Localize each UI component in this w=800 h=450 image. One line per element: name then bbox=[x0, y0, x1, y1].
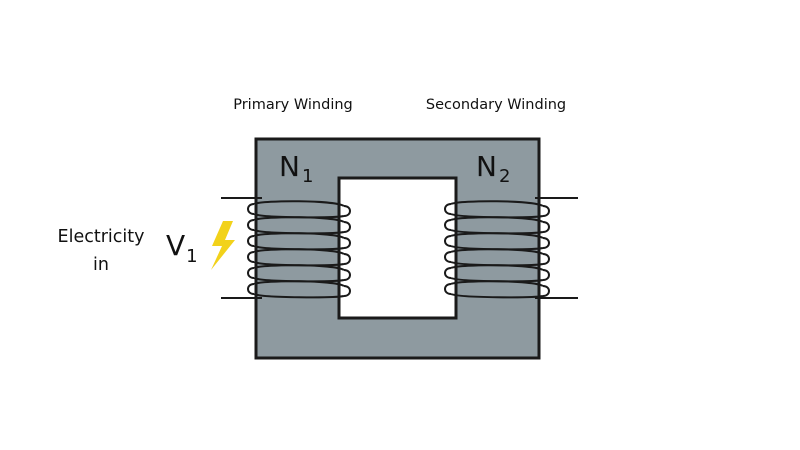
n1-subscript: 1 bbox=[302, 166, 313, 187]
n2-symbol: N bbox=[476, 150, 497, 183]
primary-coil bbox=[247, 200, 351, 299]
secondary-coil-turn-front bbox=[450, 216, 544, 223]
primary-winding-label: Primary Winding bbox=[233, 97, 353, 113]
primary-coil-turn-front bbox=[253, 264, 345, 271]
core-window bbox=[337, 176, 458, 320]
primary-coil-turn-front bbox=[253, 232, 345, 239]
secondary-coil-turn-loop-right bbox=[542, 253, 550, 265]
primary-coil-turn-loop-right bbox=[343, 205, 351, 217]
secondary-coil-turn-loop-right bbox=[542, 269, 550, 281]
primary-coil-turn-back bbox=[253, 293, 345, 299]
secondary-coil-turn-loop-right bbox=[542, 285, 550, 297]
secondary-coil-turn-loop-right bbox=[542, 221, 550, 233]
electricity-in-label-line2: in bbox=[93, 255, 109, 275]
primary-coil-turn-loop-left bbox=[247, 251, 255, 263]
secondary-coil-turn-loop-left bbox=[444, 235, 452, 247]
secondary-winding-label: Secondary Winding bbox=[426, 97, 566, 113]
secondary-coil-turn-front bbox=[450, 280, 544, 287]
secondary-coil-turn-loop-left bbox=[444, 267, 452, 279]
primary-coil-turn-front bbox=[253, 200, 345, 207]
lightning-bolt-icon bbox=[211, 221, 235, 270]
electricity-in-label-line1: Electricity bbox=[58, 227, 145, 247]
primary-coil-turn-loop-right bbox=[343, 285, 351, 297]
secondary-coil-turn-loop-left bbox=[444, 203, 452, 215]
secondary-coil bbox=[444, 200, 550, 299]
secondary-coil-turn-loop-right bbox=[542, 205, 550, 217]
secondary-coil-turn-back bbox=[450, 293, 544, 299]
secondary-leads bbox=[535, 197, 578, 299]
secondary-coil-turn-loop-left bbox=[444, 251, 452, 263]
n2-subscript: 2 bbox=[499, 166, 510, 187]
secondary-coil-turn-loop-left bbox=[444, 283, 452, 295]
secondary-coil-turn-front bbox=[450, 248, 544, 255]
secondary-coil-turn-loop-right bbox=[542, 237, 550, 249]
v1-subscript: 1 bbox=[186, 246, 197, 267]
secondary-coil-turn-front bbox=[450, 264, 544, 271]
secondary-coil-turn-front bbox=[450, 232, 544, 239]
primary-leads bbox=[221, 197, 262, 299]
primary-coil-turn-loop-right bbox=[343, 269, 351, 281]
v1-label: V1 bbox=[166, 229, 198, 267]
primary-coil-turn-loop-right bbox=[343, 221, 351, 233]
primary-coil-turn-loop-left bbox=[247, 267, 255, 279]
secondary-coil-turn-front bbox=[450, 200, 544, 207]
primary-coil-turn-loop-right bbox=[343, 253, 351, 265]
primary-coil-turn-loop-left bbox=[247, 203, 255, 215]
primary-coil-turn-loop-left bbox=[247, 235, 255, 247]
primary-coil-turn-front bbox=[253, 248, 345, 255]
primary-coil-turn-loop-left bbox=[247, 219, 255, 231]
primary-coil-turn-front bbox=[253, 216, 345, 223]
n1-symbol: N bbox=[279, 150, 300, 183]
primary-coil-turn-loop-right bbox=[343, 237, 351, 249]
primary-coil-turn-front bbox=[253, 280, 345, 287]
primary-coil-turn-loop-left bbox=[247, 283, 255, 295]
secondary-coil-turn-loop-left bbox=[444, 219, 452, 231]
v1-symbol: V bbox=[166, 229, 185, 262]
